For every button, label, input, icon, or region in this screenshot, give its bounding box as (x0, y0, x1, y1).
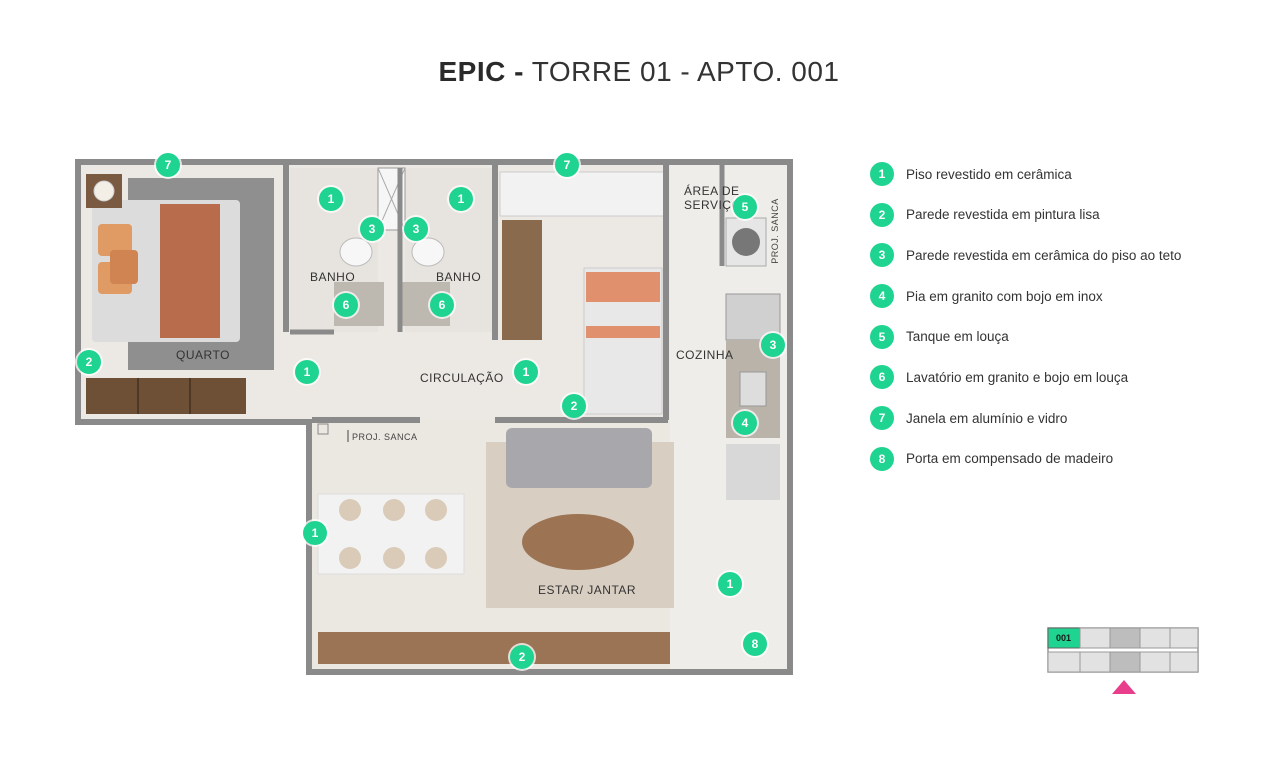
sofa (506, 428, 652, 488)
plate-4 (339, 547, 361, 569)
legend-badge: 1 (870, 162, 894, 186)
plan-marker-2: 2 (510, 645, 534, 669)
plan-marker-3: 3 (360, 217, 384, 241)
legend-text: Janela em alumínio e vidro (906, 410, 1068, 426)
plan-marker-8: 8 (743, 632, 767, 656)
title-project: EPIC - (438, 56, 524, 87)
legend-badge: 5 (870, 324, 894, 349)
page-title: EPIC - TORRE 01 - APTO. 001 (0, 56, 1278, 88)
legend-item: 7 Janela em alumínio e vidro (870, 406, 1230, 431)
plan-marker-1: 1 (514, 360, 538, 384)
unit-box-5 (1047, 651, 1081, 673)
orientation-arrow (1112, 680, 1136, 694)
plan-marker-1: 1 (303, 521, 327, 545)
plan-marker-7: 7 (156, 153, 180, 177)
stove (725, 293, 781, 341)
laundry-drum (732, 228, 760, 256)
legend-badge: 4 (870, 284, 894, 309)
plate-3 (425, 499, 447, 521)
sanca-box (317, 423, 329, 435)
key-plan: 001 (1044, 624, 1204, 696)
room-banho-left: BANHO (310, 270, 356, 284)
legend-badge: 6 (870, 365, 894, 390)
unit-box-6 (1079, 651, 1111, 673)
toilet-left (339, 237, 373, 267)
unit-box-2 (1109, 627, 1141, 649)
fridge (726, 444, 780, 500)
key-plan-drawing (1047, 627, 1199, 694)
coffee-table (522, 514, 634, 570)
legend-badge: 3 (870, 243, 894, 268)
lamp (93, 180, 115, 202)
legend-text: Parede revestida em cerâmica do piso ao … (906, 247, 1182, 263)
bed-pillow-3 (110, 250, 138, 284)
room-cozinha: COZINHA (676, 348, 734, 362)
desk (499, 171, 665, 217)
label-proj-sanca: PROJ. SANCA (352, 432, 418, 442)
plan-marker-1: 1 (295, 360, 319, 384)
exterior-wall (75, 159, 793, 675)
plate-5 (383, 547, 405, 569)
tv-console (318, 632, 670, 664)
legend-text: Tanque em louça (906, 329, 1009, 345)
plan-marker-7: 7 (555, 153, 579, 177)
plan-marker-3: 3 (761, 333, 785, 357)
sink (739, 371, 767, 407)
plan-marker-5: 5 (733, 195, 757, 219)
title-unit: TORRE 01 - APTO. 001 (531, 56, 840, 87)
unit-box-8 (1139, 651, 1171, 673)
plan-marker-2: 2 (562, 394, 586, 418)
bed-pillow-1 (98, 224, 132, 256)
plan-marker-1: 1 (319, 187, 343, 211)
legend-item: 5 Tanque em louça (870, 324, 1230, 349)
plan-marker-4: 4 (733, 411, 757, 435)
plan-marker-3: 3 (404, 217, 428, 241)
plan-marker-6: 6 (334, 293, 358, 317)
legend-text: Parede revestida em pintura lisa (906, 207, 1100, 223)
legend: 1 Piso revestido em cerâmica 2 Parede re… (870, 162, 1230, 488)
legend-badge: 2 (870, 202, 894, 227)
legend-item: 8 Porta em compensado de madeiro (870, 446, 1230, 471)
unit-box-7 (1109, 651, 1141, 673)
wardrobe (86, 378, 246, 414)
unit-box-3 (1139, 627, 1171, 649)
legend-item: 1 Piso revestido em cerâmica (870, 162, 1230, 186)
room-area-servico-1: ÁREA DE (684, 184, 740, 198)
legend-item: 4 Pia em granito com bojo em inox (870, 284, 1230, 309)
room-banho-right: BANHO (436, 270, 482, 284)
legend-item: 3 Parede revestida em cerâmica do piso a… (870, 243, 1230, 268)
unit-box-9 (1169, 651, 1199, 673)
plate-1 (339, 499, 361, 521)
shelving (502, 220, 542, 340)
toilet-right (411, 237, 445, 267)
label-proj-sanca-vertical: PROJ. SANCA (769, 198, 780, 264)
plate-6 (425, 547, 447, 569)
legend-text: Pia em granito com bojo em inox (906, 288, 1103, 304)
plan-marker-1: 1 (718, 572, 742, 596)
legend-item: 6 Lavatório em granito e bojo em louça (870, 365, 1230, 390)
legend-text: Porta em compensado de madeiro (906, 451, 1114, 467)
plan-marker-2: 2 (77, 350, 101, 374)
plan-marker-6: 6 (430, 293, 454, 317)
plan-marker-1: 1 (449, 187, 473, 211)
plate-2 (383, 499, 405, 521)
legend-item: 2 Parede revestida em pintura lisa (870, 202, 1230, 227)
bed-2-blanket (586, 272, 660, 302)
bed-2-stripe (586, 326, 660, 338)
bed-blanket (160, 204, 220, 338)
unit-box-4 (1169, 627, 1199, 649)
room-circulacao: CIRCULAÇÃO (420, 371, 504, 385)
legend-badge: 7 (870, 406, 894, 431)
room-area-servico-2: SERVIÇO (684, 198, 742, 212)
room-quarto: QUARTO (176, 348, 230, 362)
legend-badge: 8 (870, 446, 894, 471)
legend-text: Lavatório em granito e bojo em louça (906, 369, 1129, 385)
legend-text: Piso revestido em cerâmica (906, 166, 1072, 182)
room-estar-jantar: ESTAR/ JANTAR (538, 583, 637, 597)
unit-box-1 (1079, 627, 1111, 649)
key-plan-unit-label: 001 (1056, 633, 1072, 643)
